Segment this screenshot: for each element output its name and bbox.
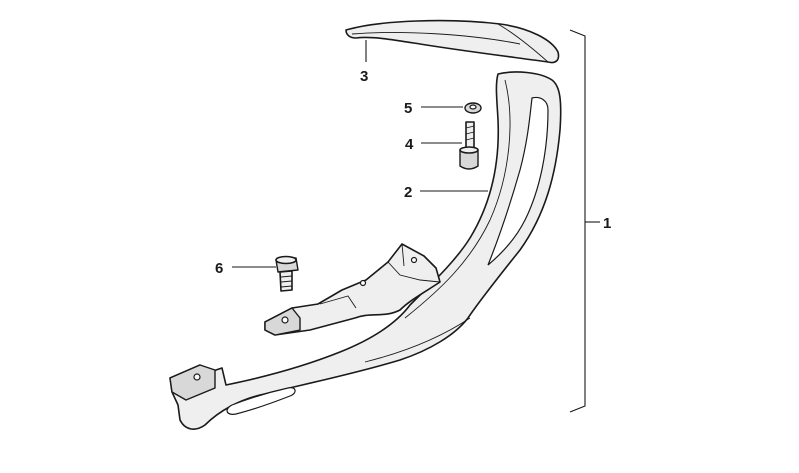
part-6-screw <box>275 255 299 292</box>
callout-3: 3 <box>360 68 368 85</box>
part-5-washer <box>464 102 482 114</box>
callout-4: 4 <box>405 136 414 153</box>
callout-5: 5 <box>404 100 412 117</box>
callout-1: 1 <box>603 215 611 232</box>
assembly-bracket <box>569 29 586 413</box>
callout-6: 6 <box>215 260 223 277</box>
part-2-bracket <box>169 71 562 430</box>
part-4-bolt <box>459 121 479 170</box>
callout-2: 2 <box>404 184 412 201</box>
part-3-cover-pad <box>345 19 560 64</box>
